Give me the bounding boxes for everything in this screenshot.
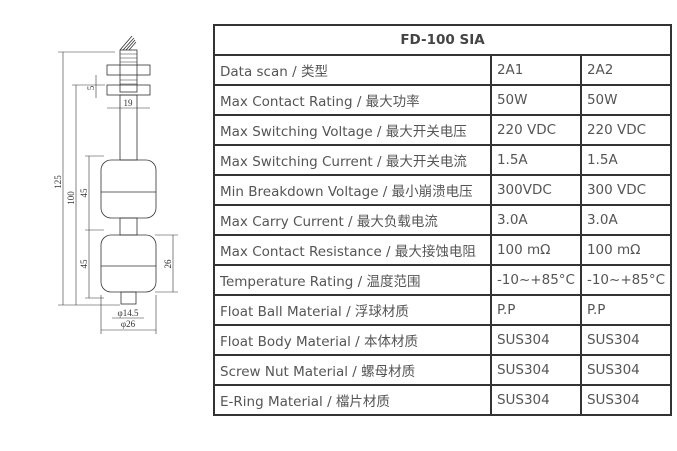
value-2a1: 2A1 — [489, 54, 582, 86]
value-2a1: SUS304 — [489, 354, 582, 386]
value-2a2: 220 VDC — [579, 114, 673, 146]
spec-name: Data scan / 类型 — [213, 54, 492, 86]
dim-125: 125 — [53, 175, 63, 189]
value-2a2: 100 mΩ — [579, 234, 673, 266]
dim-phi26: φ26 — [121, 319, 136, 329]
dim-phi14-5: φ14.5 — [118, 308, 139, 318]
spec-name: E-Ring Material / 檔片材质 — [213, 384, 492, 416]
dim-45-a: 45 — [79, 188, 89, 198]
value-2a2: SUS304 — [579, 384, 673, 416]
spec-name: Max Carry Current / 最大负载电流 — [213, 204, 492, 236]
spec-name: Float Ball Material / 浮球材质 — [213, 294, 492, 326]
value-2a1: 3.0A — [489, 204, 582, 236]
value-2a2: 300 VDC — [579, 174, 673, 206]
spec-name: Screw Nut Material / 螺母材质 — [213, 354, 492, 386]
value-2a2: 3.0A — [579, 204, 673, 236]
thread — [119, 49, 138, 93]
nut-bottom — [106, 84, 151, 96]
cable-icon — [119, 35, 137, 51]
value-2a2: P.P — [579, 294, 673, 326]
value-2a1: SUS304 — [489, 324, 582, 356]
value-2a2: SUS304 — [579, 324, 673, 356]
value-2a2: 1.5A — [579, 144, 673, 176]
spec-name: Temperature Rating / 温度范围 — [213, 264, 492, 296]
value-2a2: 50W — [579, 84, 673, 116]
table-title: FD-100 SIA — [213, 24, 672, 56]
float-ball-1 — [100, 159, 157, 219]
dim-100: 100 — [66, 191, 76, 205]
dim-26: 26 — [163, 259, 173, 269]
dim-45-b: 45 — [79, 259, 89, 269]
spec-name: Max Switching Voltage / 最大开关电压 — [213, 114, 492, 146]
spec-name: Max Contact Rating / 最大功率 — [213, 84, 492, 116]
value-2a1: 1.5A — [489, 144, 582, 176]
value-2a1: 100 mΩ — [489, 234, 582, 266]
value-2a1: -10~+85°C — [489, 264, 582, 296]
table-title-row: FD-100 SIA — [213, 24, 672, 56]
value-2a1: 220 VDC — [489, 114, 582, 146]
spec-name: Max Contact Resistance / 最大接蚀电阻 — [213, 234, 492, 266]
value-2a2: SUS304 — [579, 354, 673, 386]
value-2a1: SUS304 — [489, 384, 582, 416]
table-row: Temperature Rating / 温度范围-10~+85°C-10~+8… — [213, 264, 673, 296]
spec-name: Float Body Material / 本体材质 — [213, 324, 492, 356]
dim-19: 19 — [124, 98, 134, 108]
spec-name: Max Switching Current / 最大开关电流 — [213, 144, 492, 176]
float-ball-2 — [100, 234, 157, 293]
value-2a2: 2A2 — [579, 54, 673, 86]
value-2a2: -10~+85°C — [579, 264, 673, 296]
nut-top — [106, 64, 151, 76]
value-2a1: 50W — [489, 84, 582, 116]
dim-5: 5 — [86, 85, 96, 90]
spec-name: Min Breakdown Voltage / 最小崩溃电压 — [213, 174, 492, 206]
value-2a1: P.P — [489, 294, 582, 326]
float-switch-drawing: 125 100 5 19 45 45 26 φ14.5 φ26 — [53, 35, 178, 334]
value-2a1: 300VDC — [489, 174, 582, 206]
